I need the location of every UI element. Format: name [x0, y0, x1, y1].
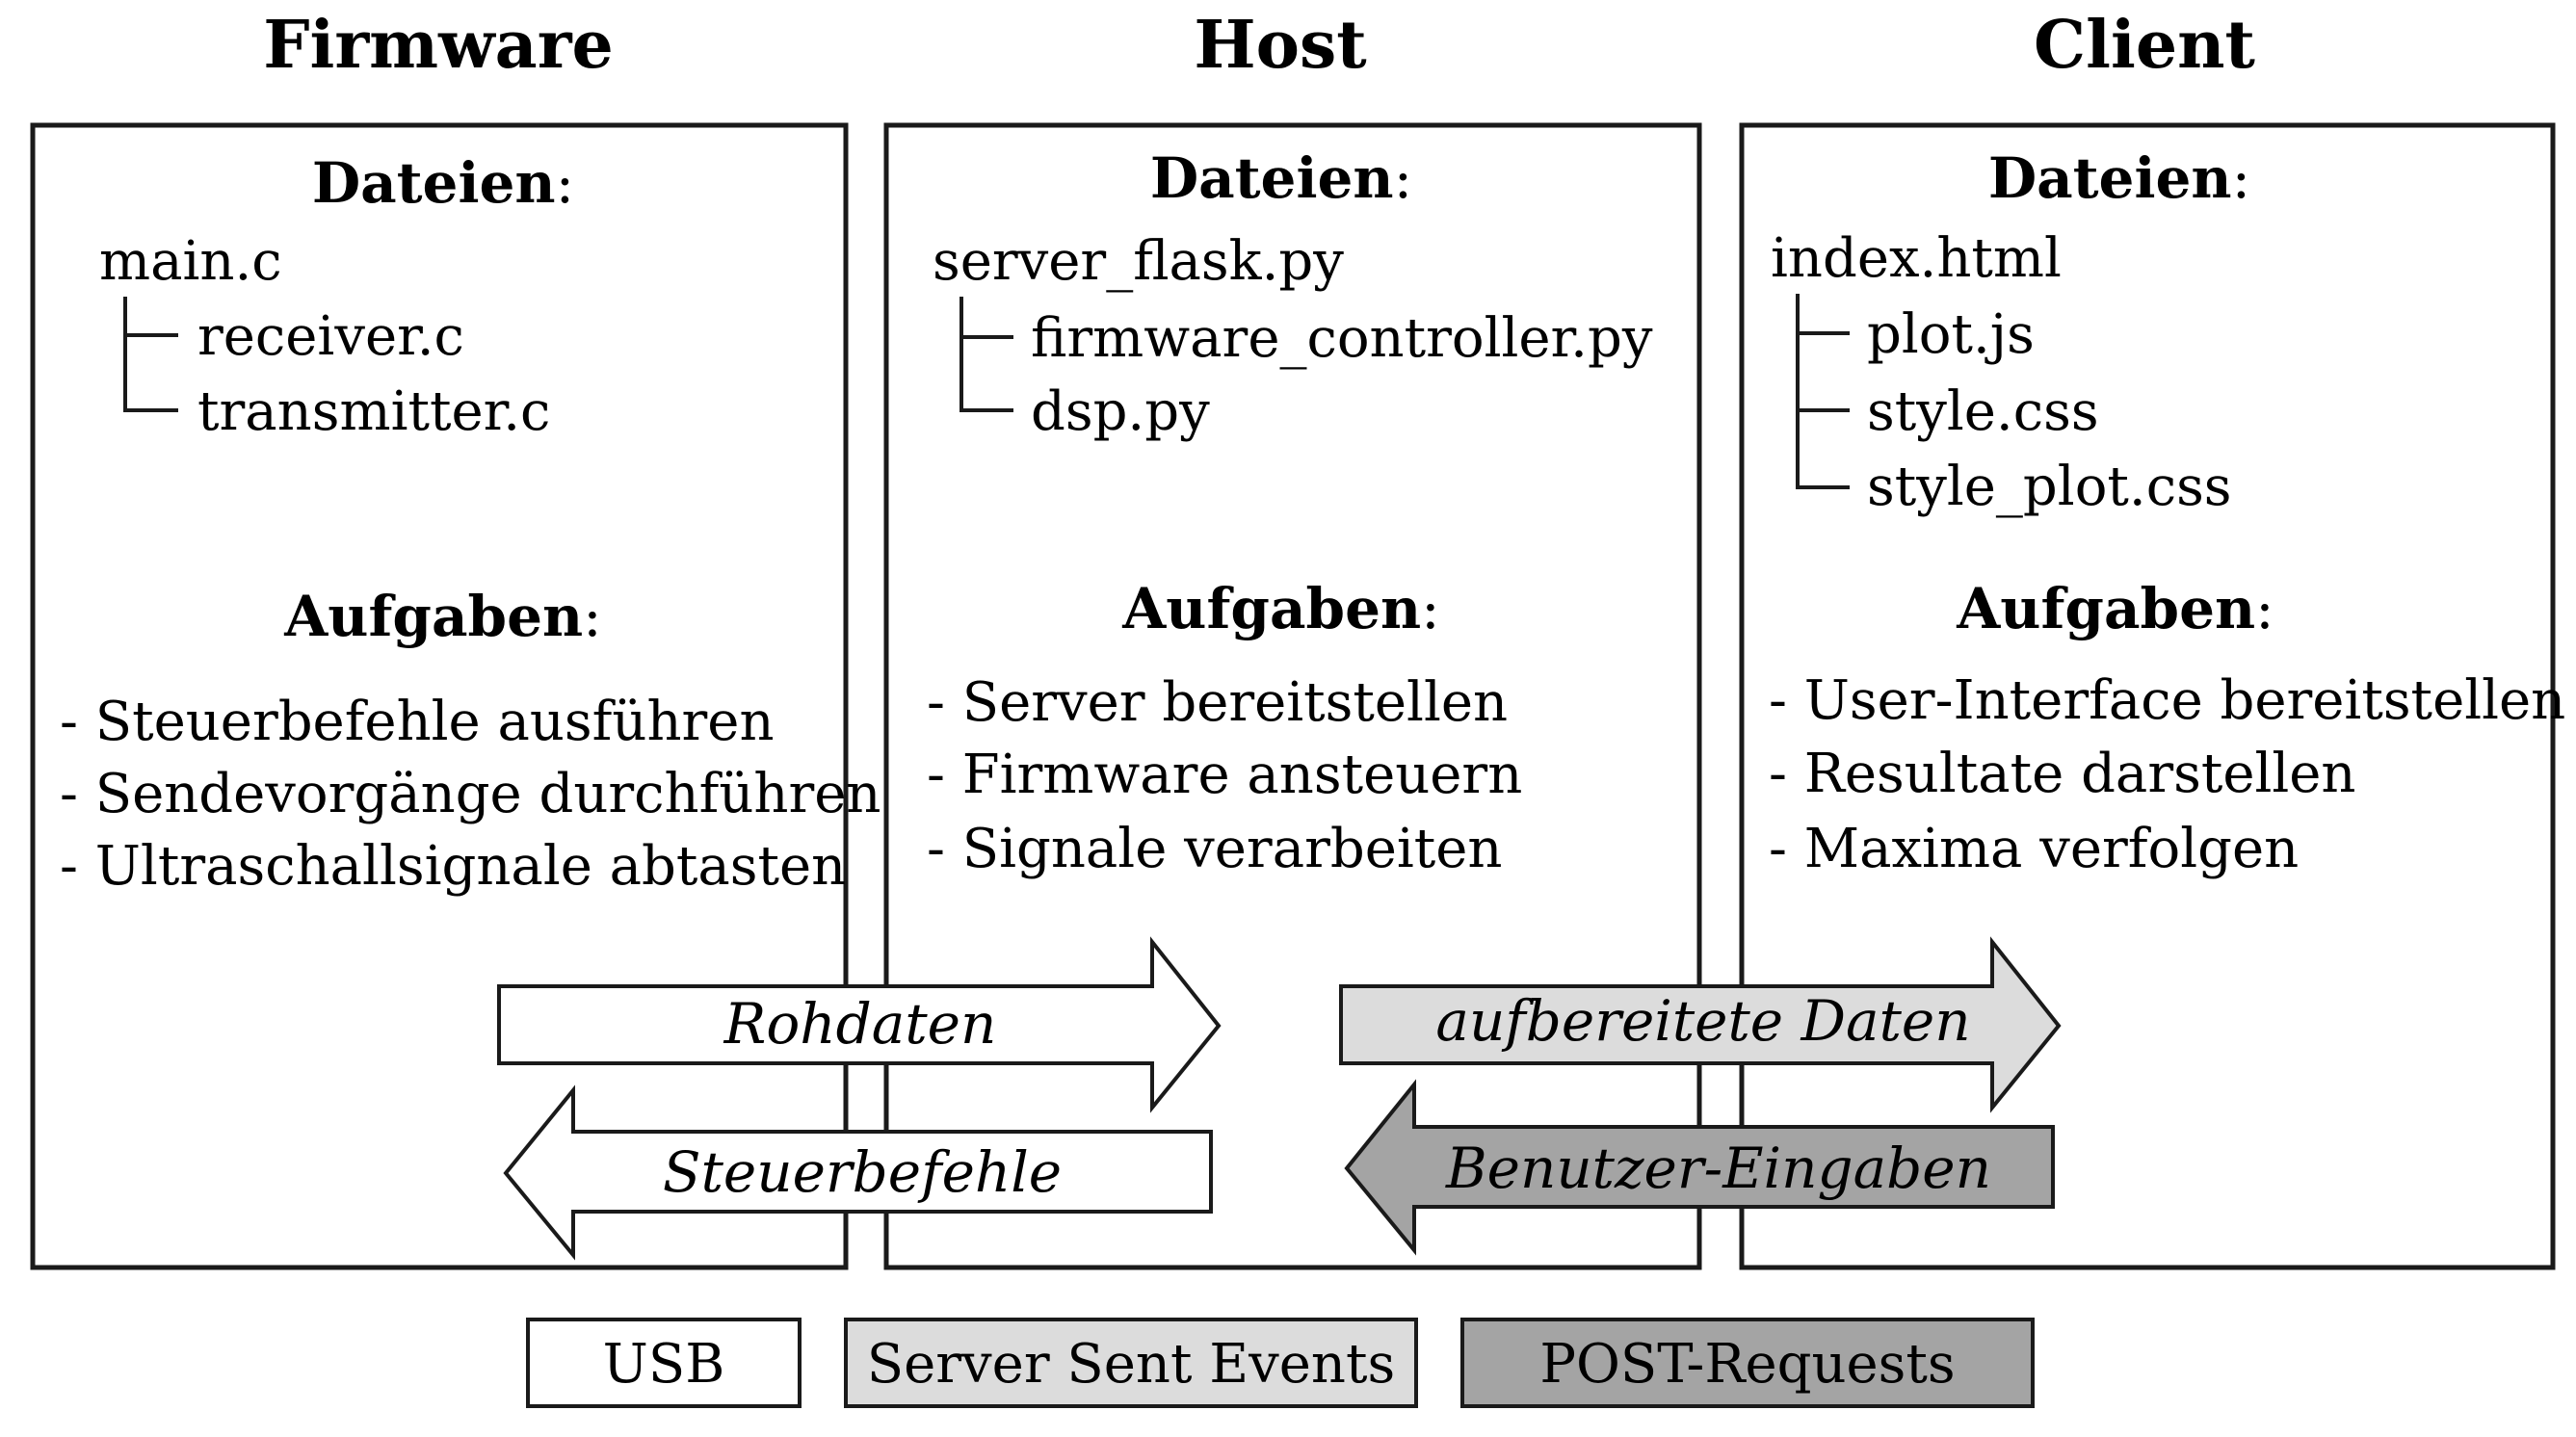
- rohdaten-arrow: [497, 936, 1222, 1113]
- firmware-box: [30, 122, 849, 1270]
- firmware-task-2: - Sendevorgänge durchführen: [60, 763, 881, 825]
- aufbereitete-daten-label: aufbereitete Daten: [1435, 988, 1970, 1054]
- legend-sse-label: Server Sent Events: [867, 1333, 1395, 1396]
- firmware-title: Firmware: [263, 7, 614, 84]
- host-task-2: - Firmware ansteuern: [927, 744, 1522, 806]
- host-file-tree-lines: [959, 297, 1013, 412]
- client-task-3: - Maxima verfolgen: [1769, 818, 2299, 880]
- steuerbefehle-label: Steuerbefehle: [663, 1139, 1062, 1205]
- host-child-file-1: firmware_controller.py: [1031, 307, 1653, 370]
- aufbereitete-daten-arrow: [1339, 936, 2062, 1113]
- firmware-files-heading: Dateien:: [312, 150, 574, 216]
- client-child-file-3: style_plot.css: [1867, 456, 2232, 518]
- benutzer-eingaben-label: Benutzer-Eingaben: [1445, 1136, 1991, 1201]
- firmware-task-1: - Steuerbefehle ausführen: [60, 691, 775, 753]
- client-child-file-1: plot.js: [1867, 303, 2035, 366]
- rohdaten-label: Rohdaten: [723, 991, 997, 1057]
- host-task-1: - Server bereitstellen: [927, 671, 1508, 734]
- client-box: [1739, 122, 2556, 1270]
- firmware-file-tree-lines: [123, 297, 178, 412]
- legend-post-swatch: [1460, 1318, 2035, 1408]
- firmware-tasks-heading: Aufgaben:: [283, 584, 601, 649]
- firmware-root-file: main.c: [99, 230, 282, 293]
- client-task-1: - User-Interface bereitstellen: [1769, 669, 2565, 732]
- host-title: Host: [1194, 7, 1367, 84]
- host-box: [883, 122, 1702, 1270]
- legend-post-label: POST-Requests: [1539, 1333, 1955, 1396]
- firmware-child-file-2: transmitter.c: [197, 380, 550, 443]
- client-root-file: index.html: [1771, 227, 2062, 290]
- host-child-file-2: dsp.py: [1031, 380, 1210, 443]
- host-task-3: - Signale verarbeiten: [927, 818, 1502, 880]
- legend-usb-label: USB: [603, 1333, 725, 1396]
- firmware-task-3: - Ultraschallsignale abtasten: [60, 835, 846, 898]
- legend-usb-swatch: [526, 1318, 802, 1408]
- client-title: Client: [2034, 7, 2255, 84]
- host-tasks-heading: Aufgaben:: [1121, 576, 1439, 641]
- benutzer-eingaben-arrow: [1344, 1079, 2055, 1256]
- host-files-heading: Dateien:: [1150, 145, 1412, 211]
- client-files-heading: Dateien:: [1988, 145, 2250, 211]
- firmware-child-file-1: receiver.c: [197, 305, 464, 368]
- client-task-2: - Resultate darstellen: [1769, 743, 2356, 805]
- host-root-file: server_flask.py: [933, 230, 1344, 293]
- legend-sse-swatch: [844, 1318, 1418, 1408]
- client-child-file-2: style.css: [1867, 380, 2099, 443]
- steuerbefehle-arrow: [503, 1084, 1213, 1261]
- client-file-tree-lines: [1796, 294, 1850, 489]
- client-tasks-heading: Aufgaben:: [1956, 576, 2274, 641]
